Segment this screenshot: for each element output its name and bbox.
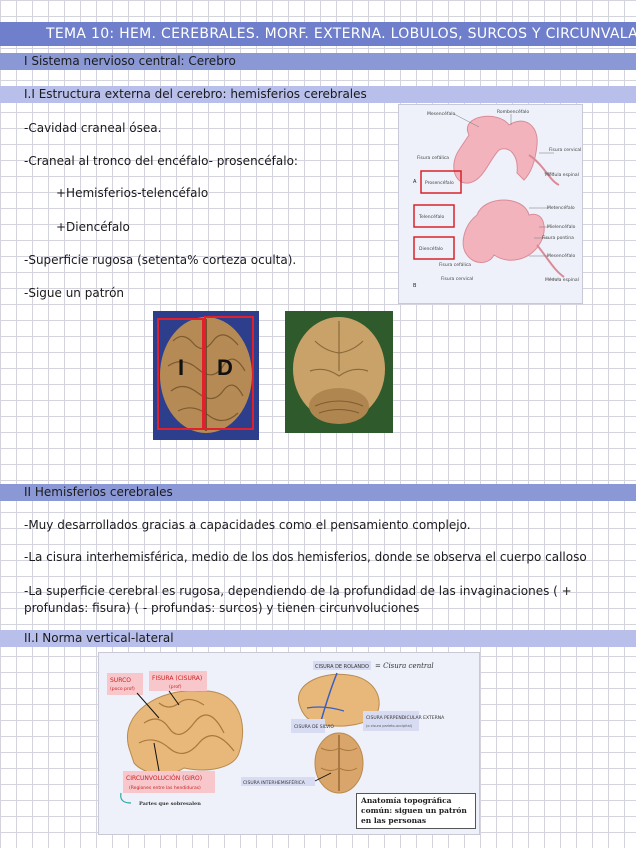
brain-inferior-image <box>293 317 385 424</box>
section-heading-1: I Sistema nervioso central: Cerebro <box>0 53 636 70</box>
left-hemisphere-label: I <box>178 355 184 380</box>
anatomy-label: (poco prof) <box>110 686 135 692</box>
embryo-brain-diagram: Mesencéfalo Rombencéfalo Fisura cefálica… <box>413 108 581 289</box>
anatomy-label: (prof) <box>169 684 182 690</box>
text-line: -Cavidad craneal ósea. <box>24 121 162 135</box>
text-line: -La cisura interhemisférica, medio de lo… <box>24 550 587 564</box>
anatomy-label: = Cisura central <box>375 662 434 670</box>
embryo-label: A <box>413 179 417 185</box>
anatomy-label: SURCO <box>110 677 131 684</box>
embryo-label: Mielencéfalo <box>547 223 576 230</box>
anatomy-label: CISURA DE SILVIO <box>294 724 334 730</box>
anatomy-label: CISURA INTERHEMISFÉRICA <box>243 778 306 786</box>
embryo-label: Fisura cervical <box>549 147 581 153</box>
embryo-label: Médula espinal <box>545 276 579 283</box>
embryo-label: Diencéfalo <box>419 245 443 252</box>
embryo-label: Prosencéfalo <box>425 179 454 186</box>
embryo-label: Mesencéfalo <box>547 252 575 259</box>
embryo-label: Mesencéfalo <box>427 110 455 117</box>
brain-inferior-photo <box>285 311 393 433</box>
section-heading-1-1: I.I Estructura externa del cerebro: hemi… <box>0 86 636 103</box>
anatomy-label: CISURA DE ROLANDO <box>315 664 369 670</box>
embryo-label: Fisura cefálica <box>439 261 471 268</box>
embryo-label: Rombencéfalo <box>497 108 529 115</box>
text-line: +Hemisferios-telencéfalo <box>56 186 209 200</box>
section-heading-2-1: II.I Norma vertical-lateral <box>0 630 636 647</box>
anatomy-label: (Regiones entre las hendiduras) <box>129 785 201 791</box>
embryo-label: Fisura cefálica <box>417 154 449 161</box>
text-line: -Craneal al tronco del encéfalo- prosenc… <box>24 154 298 168</box>
brain-lateral-diagram: SURCO (poco prof) FISURA (CISURA) (prof)… <box>107 661 445 807</box>
text-line: +Diencéfalo <box>56 220 130 234</box>
page-title: TEMA 10: HEM. CEREBRALES. MORF. EXTERNA.… <box>0 22 636 46</box>
embryo-label: Telencéfalo <box>418 213 444 220</box>
brain-superior-photo: I D <box>153 311 259 440</box>
embryo-label: Fisura cervical <box>441 276 473 282</box>
text-line: -Muy desarrollados gracias a capacidades… <box>24 518 471 532</box>
embryo-label: B <box>413 283 417 289</box>
anatomy-label: FISURA (CISURA) <box>152 675 202 682</box>
anatomy-label: CISURA PERPENDICULAR EXTERNA <box>366 715 445 721</box>
embryo-label: Médula espinal <box>545 171 579 178</box>
anatomy-label: Partes que sobresalen <box>139 801 201 807</box>
text-line: -Sigue un patrón <box>24 286 125 300</box>
embryo-brain-figure: Mesencéfalo Rombencéfalo Fisura cefálica… <box>398 104 583 304</box>
brain-lateral-figure: SURCO (poco prof) FISURA (CISURA) (prof)… <box>98 652 480 835</box>
brain-superior-image: I D <box>157 316 254 433</box>
anatomy-label: CIRCUNVOLUCIÓN (GIRO) <box>126 775 202 782</box>
anatomy-note-box: Anatomía topográfica común: siguen un pa… <box>356 793 476 829</box>
embryo-label: Fisura pontina <box>542 235 574 241</box>
section-heading-2: II Hemisferios cerebrales <box>0 484 636 501</box>
right-hemisphere-label: D <box>217 355 233 380</box>
text-line: -Superficie rugosa (setenta% corteza ocu… <box>24 253 297 267</box>
text-paragraph: -La superficie cerebral es rugosa, depen… <box>24 584 572 615</box>
embryo-label: Metencéfalo <box>547 204 575 211</box>
anatomy-label: (o cisura parieto-occipital) <box>366 724 413 728</box>
